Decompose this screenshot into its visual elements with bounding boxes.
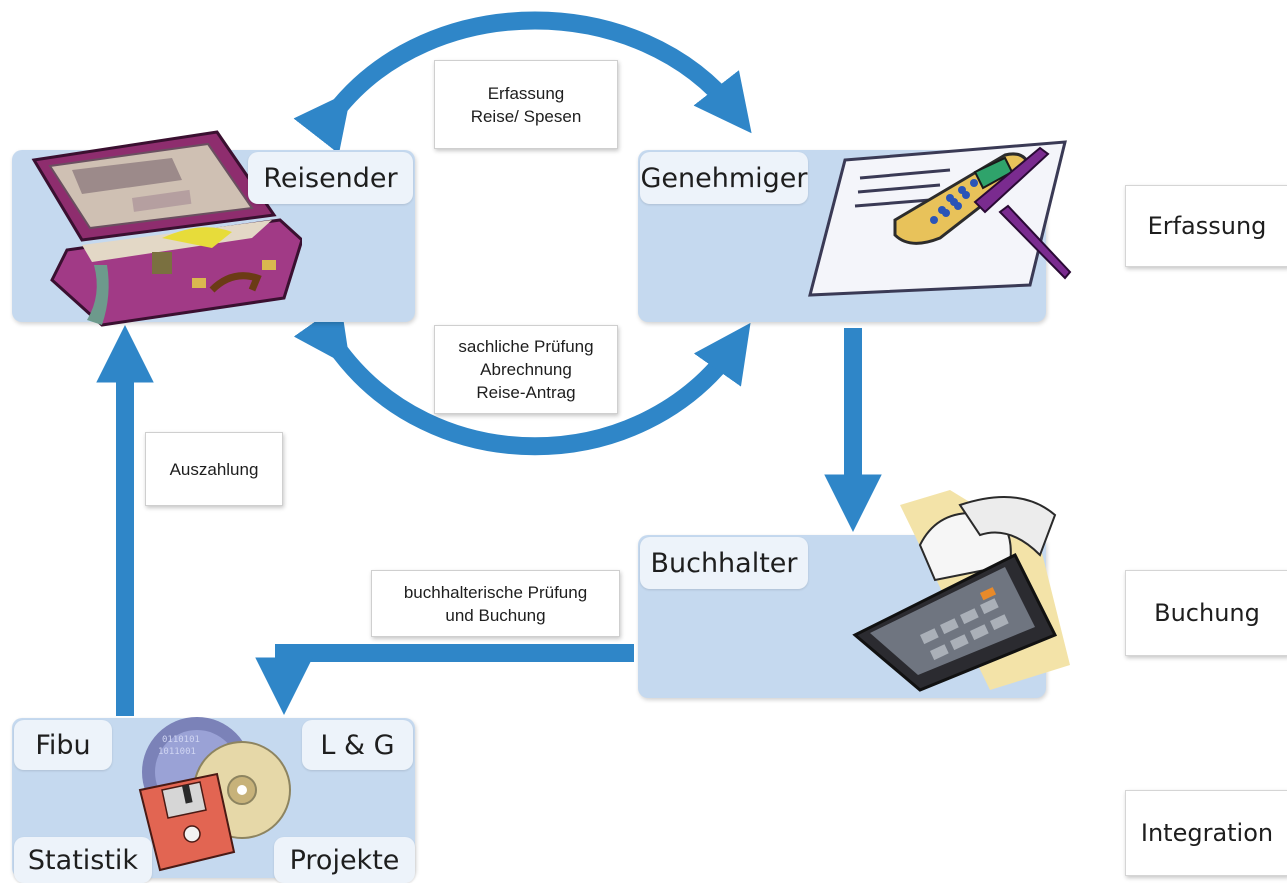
note-line: Reise-Antrag bbox=[476, 383, 576, 402]
note-buchung: buchhalterische Prüfung und Buchung bbox=[371, 570, 620, 637]
top-arc-arrow bbox=[293, 11, 752, 154]
note-auszahlung: Auszahlung bbox=[145, 432, 283, 506]
svg-text:0110101: 0110101 bbox=[162, 735, 200, 745]
note-line: und Buchung bbox=[445, 605, 546, 625]
note-line: sachliche Prüfung bbox=[458, 337, 594, 356]
note-line: Abrechnung bbox=[480, 360, 572, 379]
phase-buchung: Buchung bbox=[1125, 570, 1287, 656]
note-line: Reise/ Spesen bbox=[470, 106, 582, 126]
module-lg: L & G bbox=[302, 720, 413, 770]
note-line: Erfassung bbox=[487, 83, 565, 103]
calculator-icon bbox=[852, 490, 1070, 692]
phone-document-icon bbox=[808, 140, 1072, 297]
node-genehmiger: Genehmiger bbox=[640, 152, 808, 204]
briefcase-icon bbox=[31, 130, 302, 327]
note-line: buchhalterische Prüfung bbox=[403, 582, 588, 602]
note-line: Auszahlung bbox=[169, 459, 259, 479]
module-fibu: Fibu bbox=[14, 720, 112, 770]
module-statistik: Statistik bbox=[14, 837, 152, 883]
phase-erfassung: Erfassung bbox=[1125, 185, 1287, 267]
disk-cd-icon: 0110101 1011001 bbox=[138, 717, 291, 872]
svg-text:1011001: 1011001 bbox=[158, 747, 196, 757]
node-buchhalter: Buchhalter bbox=[640, 537, 808, 589]
note-erfassung-reise: Erfassung Reise/ Spesen bbox=[434, 60, 618, 149]
elbow-arrow bbox=[255, 644, 634, 715]
note-pruefung: sachliche Prüfung Abrechnung Reise-Antra… bbox=[434, 325, 618, 414]
phase-integration: Integration bbox=[1125, 790, 1287, 876]
bottom-arc-arrow bbox=[293, 303, 751, 456]
module-projekte: Projekte bbox=[274, 837, 415, 883]
node-reisender: Reisender bbox=[248, 152, 413, 204]
